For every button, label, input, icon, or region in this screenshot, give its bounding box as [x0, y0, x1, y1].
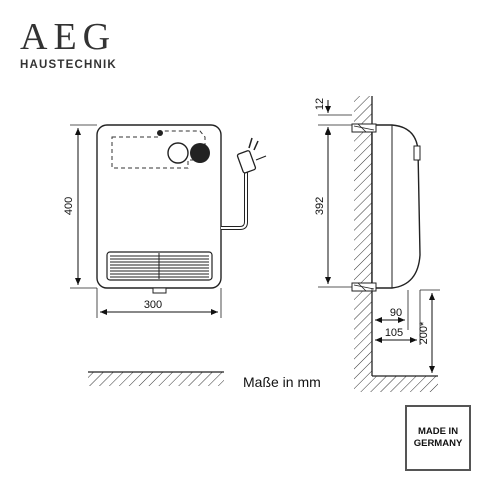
- brand-logo: AEG HAUSTECHNIK: [20, 18, 117, 71]
- front-height-label: 400: [63, 197, 75, 215]
- wall-bracket-top: [351, 123, 377, 133]
- badge-line-2: GERMANY: [413, 438, 463, 449]
- side-depth-b-label: 105: [385, 327, 403, 339]
- wall: [354, 96, 372, 376]
- side-floor-height-label: 200*: [418, 321, 430, 344]
- brand-subtitle: HAUSTECHNIK: [20, 59, 117, 71]
- indicator-light: [157, 130, 163, 136]
- grille-slots: [110, 253, 209, 279]
- side-knob: [413, 145, 421, 161]
- made-in-germany-badge: MADE IN GERMANY: [405, 405, 471, 471]
- power-cable: [221, 172, 248, 230]
- plug-icon: [236, 137, 267, 174]
- side-floor: [354, 376, 438, 392]
- side-top-offset-label: 12: [314, 98, 326, 110]
- bottom-tab: [152, 287, 167, 294]
- floor-line: [88, 371, 224, 386]
- front-width-label: 300: [144, 299, 162, 311]
- thermostat-knob: [167, 142, 189, 164]
- side-depth-a-label: 90: [390, 307, 402, 319]
- side-height-label: 392: [314, 197, 326, 215]
- heater-side-body: [371, 124, 421, 289]
- brand-name: AEG: [20, 16, 117, 58]
- badge-line-1: MADE IN: [417, 426, 459, 437]
- side-view: 12 392 90 105 200*: [314, 96, 440, 392]
- power-switch: [190, 143, 210, 163]
- front-view: 400 300: [63, 124, 267, 318]
- units-label: Maße in mm: [243, 374, 321, 390]
